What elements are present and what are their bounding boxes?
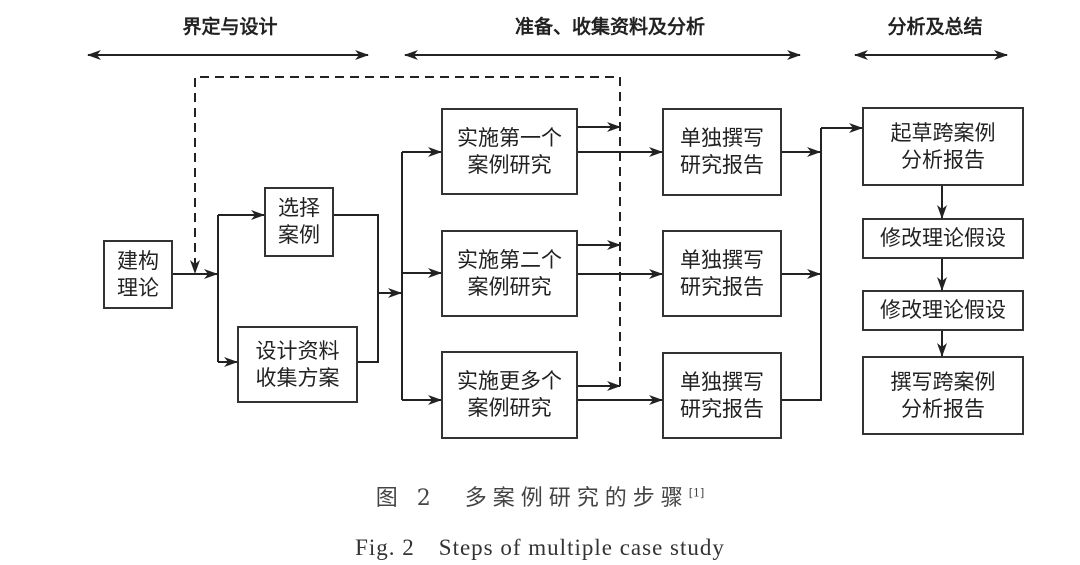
node-report-2: 单独撰写 研究报告: [662, 230, 782, 317]
node-build-theory: 建构 理论: [103, 240, 173, 309]
caption-cn-text: 图 2 多案例研究的步骤: [375, 486, 689, 511]
node-report-1: 单独撰写 研究报告: [662, 108, 782, 196]
phase-label-define-design: 界定与设计: [182, 16, 278, 38]
node-modify-hypothesis-1: 修改理论假设: [862, 218, 1024, 259]
caption-reference: [1]: [688, 486, 705, 500]
node-select-cases: 选择 案例: [264, 187, 334, 257]
feedback-loop-dashed: [190, 76, 621, 386]
node-modify-hypothesis-2: 修改理论假设: [862, 290, 1024, 331]
merge-select: [333, 214, 379, 363]
figure-caption-english: Fig. 2 Steps of multiple case study: [355, 535, 725, 560]
node-write-cross-report: 撰写跨案例 分析报告: [862, 356, 1024, 435]
reports-merge-vertical: [781, 128, 822, 401]
node-design-protocol: 设计资料 收集方案: [237, 326, 358, 403]
node-report-3: 单独撰写 研究报告: [662, 352, 782, 439]
node-case-1: 实施第一个 案例研究: [441, 108, 578, 195]
figure-caption-chinese: 图 2 多案例研究的步骤[1]: [0, 480, 1080, 512]
node-case-more: 实施更多个 案例研究: [441, 351, 578, 439]
node-case-2: 实施第二个 案例研究: [441, 230, 578, 317]
phase-label-analyze-conclude: 分析及总结: [887, 16, 983, 38]
node-draft-cross-report: 起草跨案例 分析报告: [862, 107, 1024, 186]
phase-label-prepare-collect: 准备、收集资料及分析: [514, 16, 705, 38]
